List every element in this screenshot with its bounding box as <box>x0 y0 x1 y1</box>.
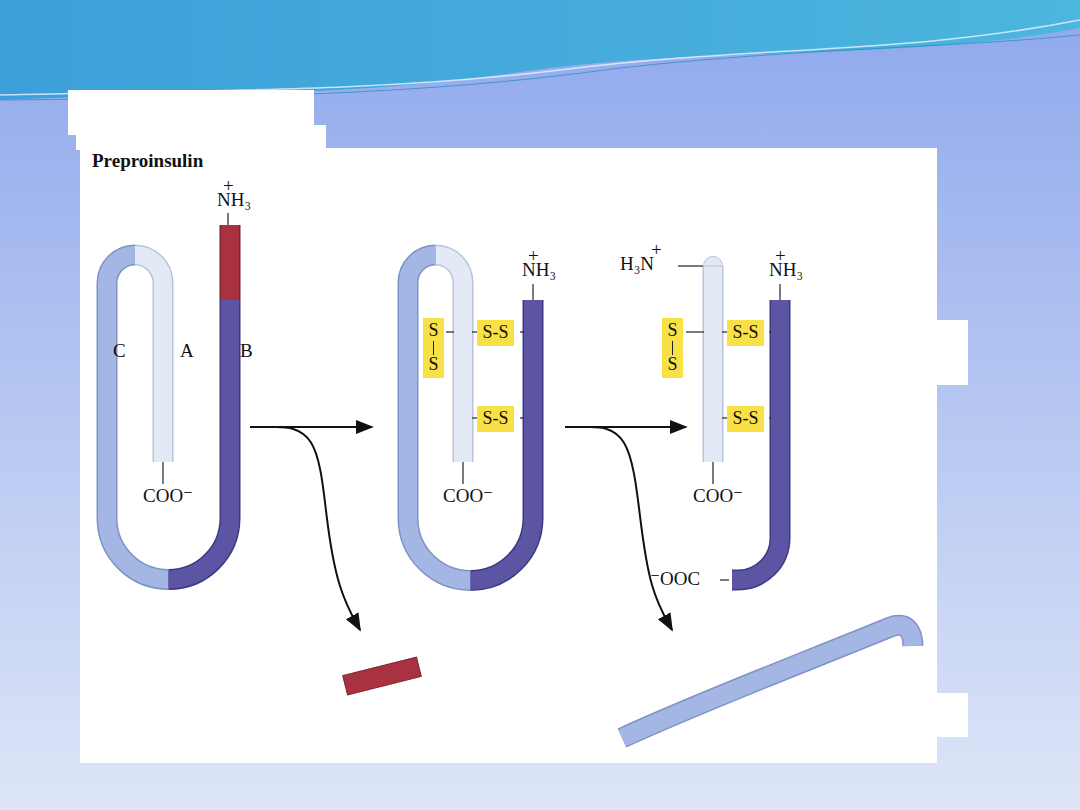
b-chain <box>169 300 231 580</box>
bond-line <box>769 417 771 418</box>
header-wave-line <box>0 20 1080 95</box>
sulfur-label: S-S <box>732 409 758 429</box>
bond-line <box>446 331 454 332</box>
terminus-label: NH₃ <box>769 260 803 281</box>
a-chain <box>703 266 724 462</box>
terminus-label: H₃N <box>620 254 654 275</box>
sulfur-label: S <box>428 321 438 341</box>
terminus-label: ⁻OOC <box>650 569 700 590</box>
c-peptide <box>107 255 169 580</box>
bond-line <box>520 331 524 332</box>
figure-panel <box>80 148 937 763</box>
c-peptide <box>408 255 471 581</box>
bond-line <box>433 341 434 355</box>
title-patch <box>76 125 326 150</box>
bond-line <box>672 341 673 355</box>
side-patch <box>937 693 968 737</box>
bond-line <box>686 331 704 332</box>
c-peptide <box>622 625 913 738</box>
c-peptide <box>408 255 471 581</box>
sulfur-label: S <box>428 355 438 375</box>
side-patch <box>937 320 968 385</box>
disulfide-box: S-S <box>727 406 764 432</box>
terminus-label: COO⁻ <box>143 486 193 507</box>
a-chain <box>704 257 723 267</box>
signal-sequence <box>343 657 422 695</box>
disulfide-box: SS <box>423 318 444 378</box>
b-chain <box>471 300 534 581</box>
bond-line <box>227 213 228 225</box>
b-chain <box>471 300 534 581</box>
a-chain <box>704 266 722 462</box>
bond-line <box>532 284 533 300</box>
b-chain <box>732 300 780 580</box>
disulfide-box: S-S <box>477 320 514 346</box>
signal-sequence <box>221 225 239 300</box>
figure-title: Preproinsulin <box>92 151 203 172</box>
disulfide-box: SS <box>662 318 683 378</box>
b-chain <box>732 300 780 580</box>
signal-sequence <box>220 225 241 300</box>
header-wave <box>0 0 1080 100</box>
disulfide-box: S-S <box>727 320 764 346</box>
bond-line <box>769 331 771 332</box>
a-chain <box>135 255 163 462</box>
terminus-label: NH₃ <box>522 260 556 281</box>
chain-letter: B <box>240 341 253 362</box>
bond-line <box>712 462 713 484</box>
bond-line <box>462 462 463 484</box>
chain-letter: A <box>180 341 194 362</box>
sulfur-label: S-S <box>732 323 758 343</box>
disulfide-box: S-S <box>477 406 514 432</box>
sulfur-label: S <box>667 321 677 341</box>
c-peptide <box>622 625 913 738</box>
sulfur-label: S <box>667 355 677 375</box>
bond-line <box>162 462 163 484</box>
c-peptide <box>107 255 169 580</box>
bond-line <box>779 284 780 300</box>
sulfur-label: S-S <box>482 409 508 429</box>
process-arrow <box>583 427 672 630</box>
terminus-label: NH₃ <box>217 190 251 211</box>
terminus-label: COO⁻ <box>443 486 493 507</box>
bond-line <box>720 579 729 580</box>
a-chain <box>135 255 163 462</box>
bond-line <box>520 417 524 418</box>
process-arrow <box>268 427 360 630</box>
b-chain <box>169 300 231 580</box>
sulfur-label: S-S <box>482 323 508 343</box>
bond-line <box>678 265 703 266</box>
chain-letter: C <box>113 341 126 362</box>
terminus-label: COO⁻ <box>693 486 743 507</box>
